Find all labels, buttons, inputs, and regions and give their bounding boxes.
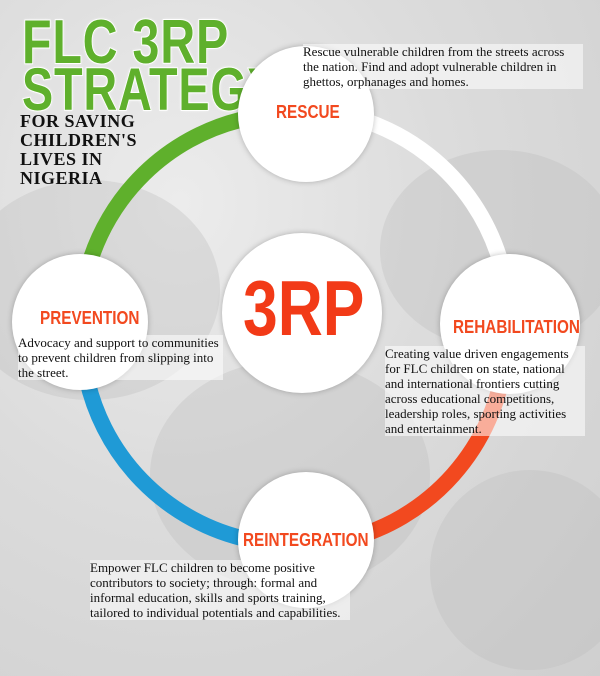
reintegration-label: REINTEGRATION	[243, 530, 369, 550]
rescue-label: RESCUE	[276, 102, 340, 122]
center-3rp-label: 3RP	[243, 264, 365, 352]
green-arc	[80, 112, 242, 271]
subtitle: FOR SAVING CHILDREN'S LIVES IN NIGERIA	[20, 111, 138, 188]
rehabilitation-label: REHABILITATION	[453, 317, 580, 337]
reintegration-description: Empower FLC children to become positive …	[90, 560, 350, 620]
blue-arc	[77, 368, 252, 548]
center-circle	[222, 233, 382, 393]
title-line-2: STRATEGY	[21, 56, 280, 123]
title-line-1: FLC 3RP	[21, 8, 229, 77]
rehabilitation-description: Creating value driven engagements for FL…	[385, 346, 585, 436]
rescue-description: Rescue vulnerable children from the stre…	[303, 44, 583, 89]
background-crowd-photo	[430, 470, 600, 670]
prevention-description: Advocacy and support to communities to p…	[18, 335, 223, 380]
prevention-label: PREVENTION	[40, 308, 140, 328]
